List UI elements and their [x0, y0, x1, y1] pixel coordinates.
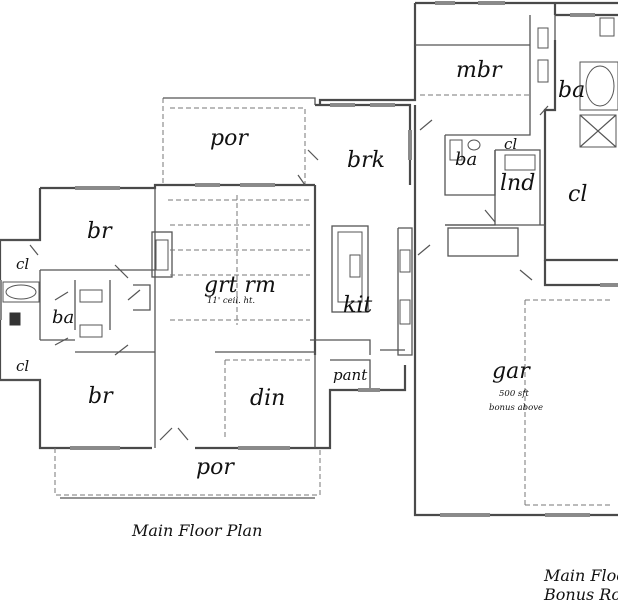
- room-label-por-top: por: [210, 126, 249, 151]
- room-label-ba-small: ba: [455, 149, 477, 170]
- caption-main-floor-plan: Main Floor Plan: [131, 521, 262, 540]
- room-label-lnd: lnd: [500, 171, 535, 196]
- room-label-pant: pant: [333, 366, 368, 384]
- room-label-cl-master: cl: [568, 182, 587, 207]
- room-labels: mbr ba por brk ba cl lnd cl br cl ba cl …: [16, 58, 587, 480]
- room-label-br-top: br: [87, 219, 113, 244]
- room-label-br-bottom: br: [88, 384, 114, 409]
- room-label-brk: brk: [347, 148, 385, 173]
- captions: Main Floor Plan Main Floo Bonus Roo: [131, 521, 618, 603]
- room-label-cl-left-top: cl: [16, 255, 29, 273]
- room-label-mbr: mbr: [456, 58, 503, 83]
- room-label-gar: gar: [492, 359, 531, 384]
- room-label-cl-small: cl: [504, 135, 517, 153]
- fixtures: [2, 17, 618, 338]
- room-note-gar-2: bonus above: [489, 403, 543, 413]
- doors: [29, 105, 549, 441]
- caption-right-2: Bonus Roo: [543, 585, 618, 603]
- room-note-gar-1: 500 sft: [499, 389, 529, 399]
- room-label-ba-left: ba: [52, 307, 74, 328]
- room-note-grt-rm: 11' ceil. ht.: [207, 296, 255, 306]
- windows: [0, 1, 618, 517]
- room-label-grt-rm: grt rm: [204, 273, 276, 298]
- room-label-din: din: [250, 386, 285, 411]
- caption-right-1: Main Floo: [543, 566, 618, 585]
- interior-walls: [0, 15, 610, 506]
- room-label-por-bottom: por: [196, 455, 235, 480]
- room-label-cl-left-bottom: cl: [16, 357, 29, 375]
- room-label-kit: kit: [343, 293, 372, 318]
- room-label-ba-master: ba: [558, 78, 585, 103]
